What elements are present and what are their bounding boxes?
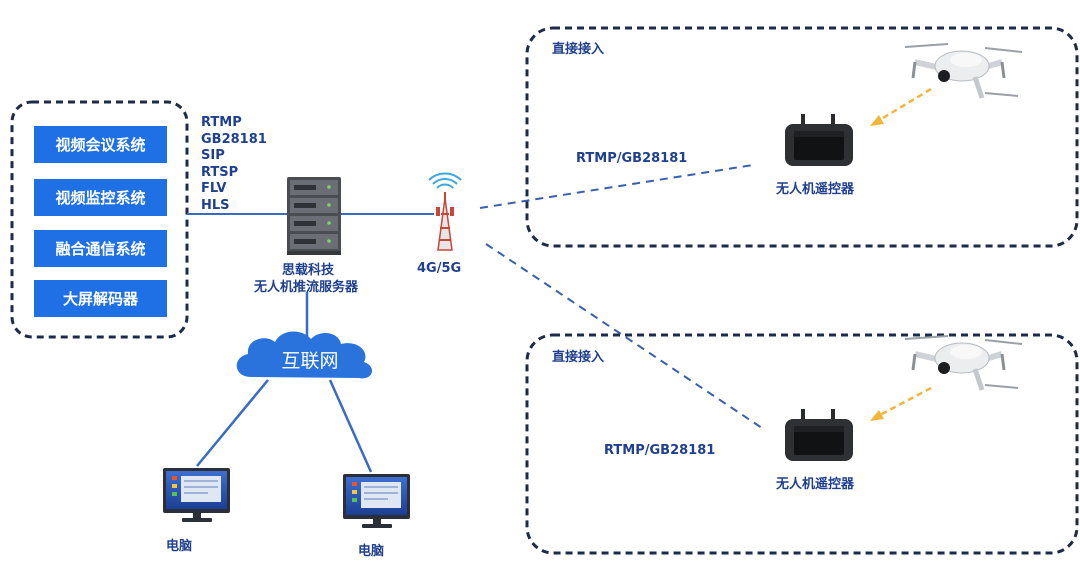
server-company-label: 思载科技 [282, 263, 335, 278]
drone-1-icon [904, 43, 1023, 99]
video-surveillance-system-block: 视频监控系统 [34, 179, 167, 216]
internet-label: 互联网 [281, 350, 339, 372]
cloud-to-pc2-line [328, 379, 373, 473]
protocol-item: SIP [201, 148, 225, 163]
computer-1-label: 电脑 [166, 539, 193, 554]
cell-tower-icon [428, 172, 462, 251]
protocol-item: FLV [201, 181, 227, 196]
zone-1-link-line [479, 164, 754, 209]
protocol-item: HLS [201, 197, 230, 213]
tower-label: 4G/5G [417, 261, 462, 276]
systems-group-border [10, 100, 189, 339]
zone-1-link-label: RTMP/GB28181 [576, 151, 688, 166]
zone-2-title: 直接接入 [552, 350, 605, 365]
remote-controller-1-icon [785, 114, 853, 166]
protocol-item: GB28181 [201, 131, 267, 147]
computer-1-icon [163, 468, 230, 522]
remote-controller-2-icon [785, 409, 853, 461]
video-wall-decoder-block: 大屏解码器 [34, 280, 167, 317]
drone-1-arrow [870, 87, 932, 126]
drone-2-icon [904, 335, 1023, 391]
unified-communication-system-block: 融合通信系统 [34, 230, 167, 267]
protocol-list: RTMP GB28181 SIP RTSP FLV HLS [201, 115, 267, 214]
zone-1-controller-label: 无人机遥控器 [776, 182, 855, 197]
server-icon [287, 177, 341, 255]
zone-2-link-label: RTMP/GB28181 [604, 443, 716, 458]
zone-1-title: 直接接入 [552, 42, 605, 57]
drone-2-arrow [870, 386, 932, 421]
video-conference-system-block: 视频会议系统 [34, 126, 167, 163]
protocol-item: RTSP [201, 164, 239, 180]
protocol-item: RTMP [201, 115, 242, 130]
computer-2-icon [343, 474, 410, 528]
cloud-to-pc1-line [196, 379, 269, 467]
server-name-label: 无人机推流服务器 [254, 280, 359, 295]
zone-2-controller-label: 无人机遥控器 [776, 477, 855, 492]
internet-cloud-icon [236, 331, 373, 379]
computer-2-label: 电脑 [358, 544, 385, 559]
